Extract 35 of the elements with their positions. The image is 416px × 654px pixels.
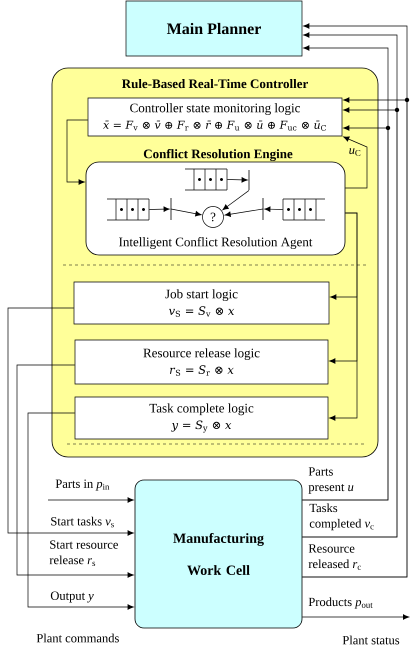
logic-box: Controller state monitoring logic x̄ = F$_{v}$ ⊗ v̄ ⊕ F$_{r}$ ⊗ r̄ ⊕ F$_{u}$ ⊗ ū ⊕ F$_{uc}$ ⊗ ū$_{C}$ [88, 98, 342, 136]
queue-icon [184, 168, 228, 190]
edge-label: Resource released r$_{c}$ [308, 544, 361, 570]
text-label: Plant commands [36, 634, 119, 642]
logic-box: Job start logic v$_{S}$ = S$_{v}$ ⊗ x [74, 282, 330, 324]
arrow [264, 206, 283, 212]
queue-icon [282, 198, 326, 220]
arrow [302, 614, 410, 620]
work-cell-box: Manufacturing Work Cell [134, 480, 302, 628]
queue-icon [106, 198, 150, 220]
edge-label: Start tasks v$_{s}$ [51, 516, 114, 528]
logic-box: Task complete logic y = S$_{y}$ ⊗ x [74, 396, 328, 440]
text-label: Plant status [342, 636, 400, 644]
arrow [8, 308, 134, 536]
arrow [227, 177, 248, 183]
edge-label: Start resource release r$_{s}$ [50, 540, 118, 566]
arrow [16, 364, 134, 578]
edge-label: Parts present u [308, 467, 354, 494]
edge-label: u$_{C}$ [349, 148, 360, 156]
edge-label: Tasks completed v$_{c}$ [310, 503, 374, 530]
arrow [66, 120, 88, 185]
section-heading: Conflict Resolution Engine [144, 149, 292, 162]
arrow [149, 206, 170, 212]
edge-label: Output y [50, 592, 94, 602]
arrow [222, 190, 250, 210]
arrow [343, 136, 368, 188]
arrow [224, 208, 264, 217]
logic-box: Resource release logic r$_{S}$ = S$_{r}$ ⊗ x [74, 340, 328, 384]
edge-label: Parts in p$_{in}$ [56, 480, 110, 490]
arrow [170, 208, 202, 216]
arrow [329, 212, 358, 421]
arrow [28, 412, 134, 610]
arrow [48, 497, 134, 503]
edge-label: Products p$_{out}$ [308, 597, 373, 609]
planner-box: Main Planner [126, 0, 302, 56]
